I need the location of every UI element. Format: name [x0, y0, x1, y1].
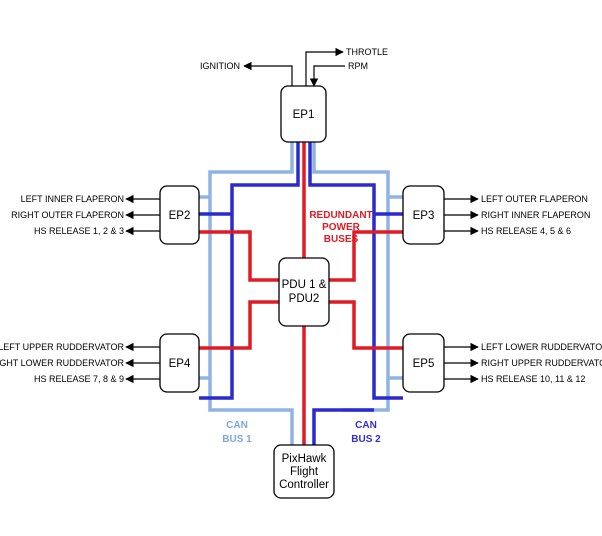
- rpm-label: RPM: [348, 61, 368, 71]
- ep5-output-3: HS RELEASE 10, 11 & 12: [481, 374, 585, 384]
- power-bus-lines: [199, 142, 403, 445]
- ep4-output-2: RIGHT LOWER RUDDERVATOR: [0, 358, 124, 368]
- ep4-label: EP4: [169, 358, 191, 370]
- ep5-output-1: LEFT LOWER RUDDERVATOR: [481, 342, 602, 352]
- pdu-node: PDU 1 & PDU2: [278, 257, 330, 327]
- can-bus-1-label-1: CAN: [226, 420, 248, 431]
- throttle-label: THROTLE: [346, 47, 388, 57]
- ep4-node: EP4: [159, 333, 200, 393]
- can-bus-1-label-2: BUS 1: [222, 434, 252, 445]
- ep3-label: EP3: [413, 210, 435, 222]
- ep2-output-3: HS RELEASE 1, 2 & 3: [34, 226, 124, 236]
- ignition-label: IGNITION: [200, 61, 240, 71]
- pixhawk-label-line-3: Controller: [279, 479, 329, 491]
- ep2-output-1: LEFT INNER FLAPERON: [21, 194, 124, 204]
- redundant-power-label-2: POWER: [322, 222, 361, 233]
- can-bus-2-lines: [199, 142, 403, 445]
- ep1-label: EP1: [293, 109, 315, 121]
- can-bus-2-label-2: BUS 2: [351, 434, 381, 445]
- redundant-power-label-1: REDUNDANT: [309, 210, 372, 221]
- can-bus-2-label-1: CAN: [355, 420, 377, 431]
- ep3-output-1: LEFT OUTER FLAPERON: [481, 194, 588, 204]
- ep5-output-2: RIGHT UPPER RUDDERVATOR: [481, 358, 602, 368]
- ep3-output-3: HS RELEASE 4, 5 & 6: [481, 226, 571, 236]
- ep4-output-3: HS RELEASE 7, 8 & 9: [34, 374, 124, 384]
- pdu-label-line-1: PDU 1 &: [282, 279, 327, 291]
- ep3-output-2: RIGHT INNER FLAPERON: [481, 210, 590, 220]
- pdu-label-line-2: PDU2: [289, 293, 320, 305]
- ep4-output-1: LEFT UPPER RUDDERVATOR: [0, 342, 124, 352]
- ep3-node: EP3: [402, 185, 445, 245]
- signal-arrows: [125, 47, 479, 384]
- ep2-label: EP2: [169, 210, 191, 222]
- ep2-output-2: RIGHT OUTER FLAPERON: [11, 210, 124, 220]
- ep5-node: EP5: [402, 333, 445, 393]
- ep1-node: EP1: [280, 85, 327, 143]
- ep2-node: EP2: [159, 185, 200, 245]
- pixhawk-node: PixHawk Flight Controller: [273, 444, 335, 499]
- pixhawk-label-line-2: Flight: [290, 466, 319, 478]
- ep5-label: EP5: [413, 358, 435, 370]
- pixhawk-label-line-1: PixHawk: [282, 453, 327, 465]
- redundant-power-label-3: BUSES: [324, 234, 359, 245]
